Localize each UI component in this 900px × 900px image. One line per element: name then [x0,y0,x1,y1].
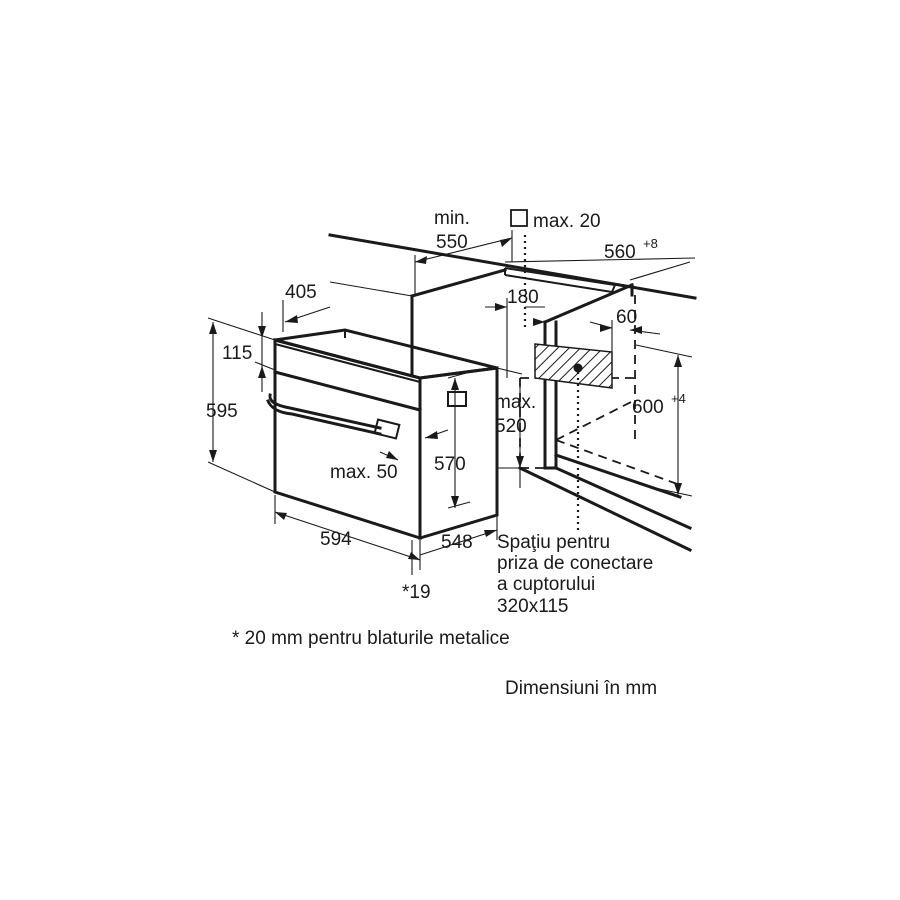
label-520: 520 [495,416,527,437]
label-600-tolerance: +4 [671,391,686,406]
label-19: *19 [402,582,431,603]
label-max50: max. 50 [330,462,398,483]
socket-note-line: priza de conectare [497,553,653,574]
socket-note: Spaţiu pentru priza de conectare a cupto… [497,532,653,617]
oven [266,328,499,541]
arrowheads [209,238,682,560]
socket-note-line: a cuptorului [497,574,595,595]
label-min: min. [434,208,470,229]
label-570: 570 [434,454,466,475]
socket-area [523,235,613,530]
label-550: 550 [436,232,468,253]
label-595: 595 [206,401,238,422]
footnote-metal-worktops: * 20 mm pentru blaturile metalice [232,628,510,649]
label-405: 405 [285,282,317,303]
label-600: 600 [632,397,664,418]
label-60: 60 [616,307,637,328]
countertop [328,233,697,300]
label-max: max. [495,392,536,413]
label-115: 115 [222,343,252,364]
label-180: 180 [507,287,539,308]
label-max20: max. 20 [533,211,601,232]
socket-note-line: 320x115 [497,596,569,617]
label-548: 548 [441,532,473,553]
square-symbol-icon [510,209,528,227]
label-560: 560 [604,242,636,263]
dimension-lines [207,230,696,575]
label-560-tolerance: +8 [643,236,658,251]
units-note: Dimensiuni în mm [505,678,657,699]
label-594: 594 [320,529,352,550]
socket-note-line: Spaţiu pentru [497,532,610,553]
